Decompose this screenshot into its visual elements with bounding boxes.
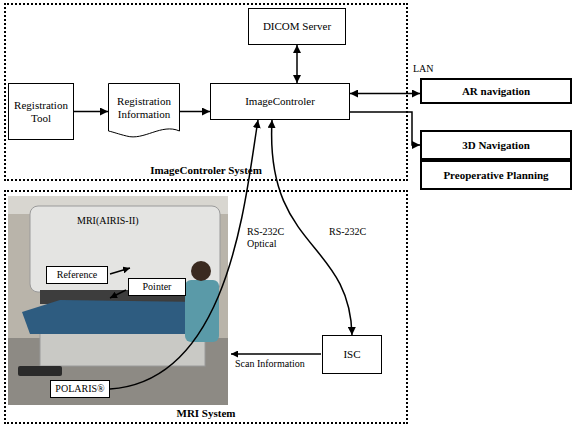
staff-body	[185, 280, 219, 342]
node-text: ImageControler	[245, 95, 315, 108]
output-box: 3D Navigation	[420, 130, 572, 160]
mri-magnet	[30, 206, 220, 292]
connector-arrow	[74, 111, 108, 113]
photo-callout: Reference	[46, 266, 108, 284]
node-text: AR navigation	[462, 85, 530, 98]
process-box: ISC	[322, 335, 382, 374]
patient-blanket	[22, 300, 212, 334]
connector-label: RS-232C Optical	[246, 226, 294, 249]
photo-wall	[8, 196, 228, 405]
connector-arrow	[296, 45, 298, 83]
process-box: DICOM Server	[248, 8, 346, 45]
connector-arrow	[110, 120, 258, 389]
text-label: MRI(AIRIS-II)	[76, 215, 140, 227]
group-title: MRI System	[6, 407, 406, 420]
node-text: 3D Navigation	[462, 139, 530, 152]
node-text: Reference	[57, 269, 98, 281]
node-text: Registration Information	[112, 95, 176, 120]
text-label: Scan Information	[234, 358, 306, 370]
reference-pointer-line	[110, 268, 130, 274]
node-text: Preoperative Planning	[443, 169, 548, 182]
node-text: Pointer	[143, 281, 172, 293]
document-outline	[109, 84, 180, 137]
process-box: Registration Tool	[8, 83, 74, 140]
node-text: POLARIS®	[55, 383, 104, 395]
output-box: AR navigation	[420, 78, 572, 104]
connector-label: RS-232C	[328, 226, 367, 238]
process-box: ImageControler	[210, 83, 350, 120]
scan-information-arrow	[231, 353, 321, 355]
polaris-camera	[18, 366, 62, 376]
connector-arrow	[350, 93, 420, 95]
connector-label: LAN	[412, 63, 435, 75]
connector-arrow	[180, 111, 210, 113]
document-box: Registration Information	[108, 83, 180, 140]
connector-arrow	[350, 112, 420, 145]
system-group: ImageControler System DICOM ServerRegistr…	[4, 3, 408, 181]
pointer-pointer-line	[110, 290, 126, 298]
node-text: DICOM Server	[263, 20, 331, 33]
output-box: Preoperative Planning	[420, 160, 572, 190]
node-text: ISC	[343, 348, 360, 361]
photo-callout: Pointer	[128, 278, 186, 296]
photo-callout: POLARIS®	[50, 380, 110, 398]
node-text: Registration Tool	[13, 99, 69, 124]
group-title: ImageControler System	[6, 164, 406, 177]
staff-head	[191, 261, 211, 281]
